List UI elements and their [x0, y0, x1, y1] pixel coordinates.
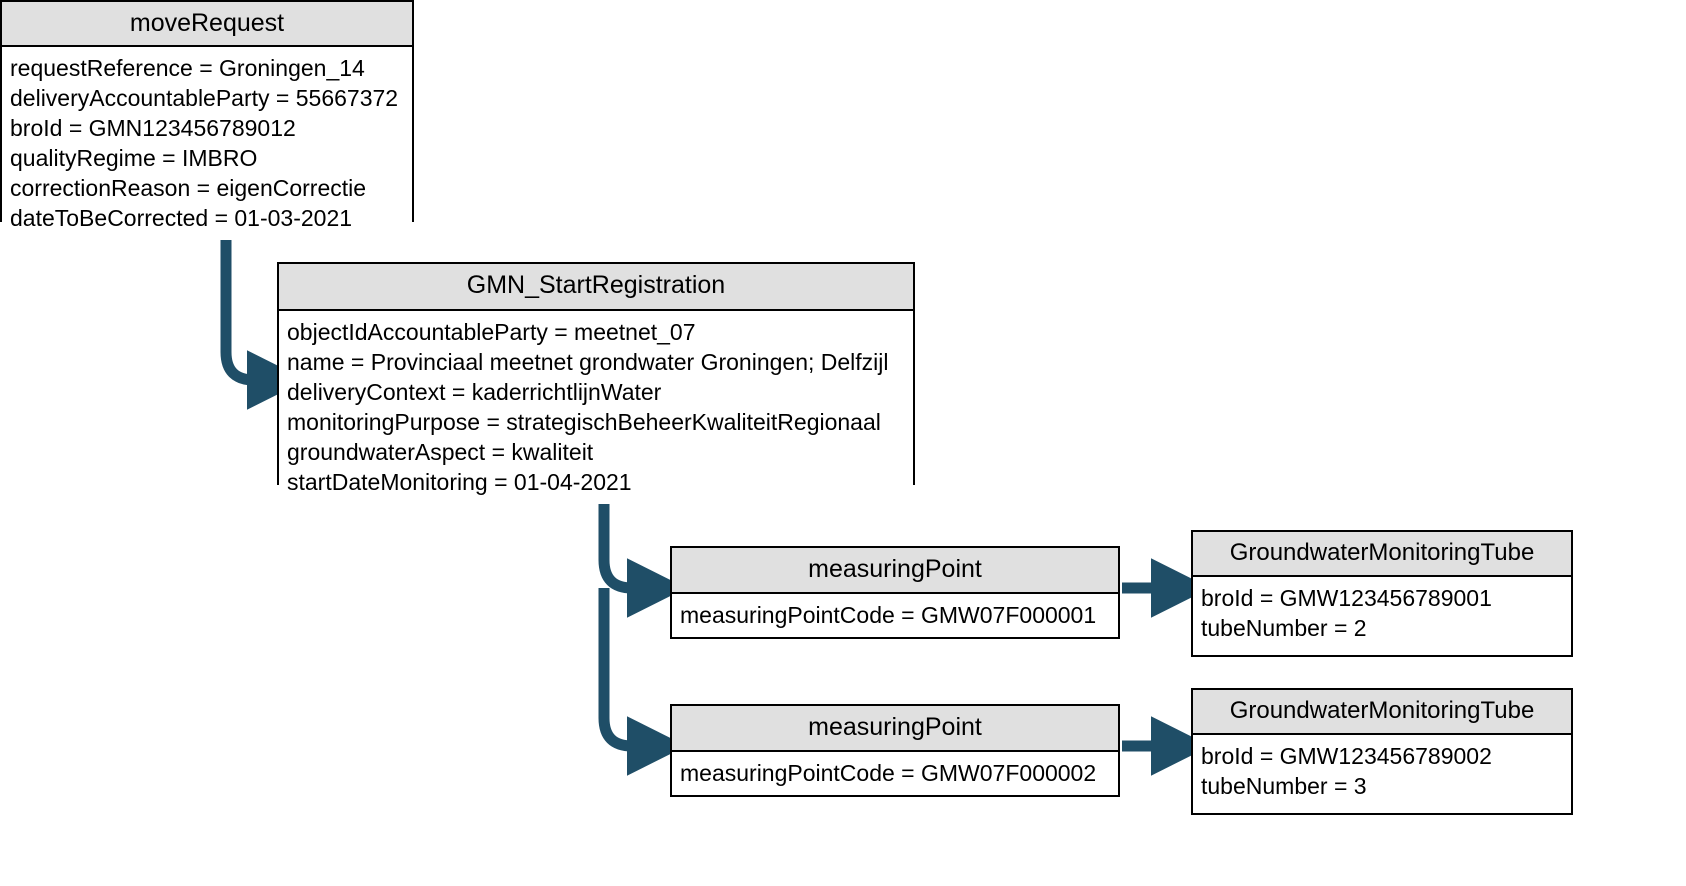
- uml-box-title: GMN_StartRegistration: [279, 264, 913, 311]
- attribute-row: tubeNumber = 3: [1201, 773, 1367, 799]
- uml-box-attributes: broId = GMW123456789002 tubeNumber = 3: [1193, 735, 1571, 808]
- attribute-row: requestReference = Groningen_14: [10, 55, 365, 81]
- attribute-row: startDateMonitoring = 01-04-2021: [287, 469, 632, 495]
- uml-box-title: moveRequest: [2, 2, 412, 47]
- uml-box-title: measuringPoint: [672, 548, 1118, 594]
- uml-box-groundwater-monitoring-tube-1[interactable]: GroundwaterMonitoringTube broId = GMW123…: [1191, 530, 1573, 657]
- uml-box-groundwater-monitoring-tube-2[interactable]: GroundwaterMonitoringTube broId = GMW123…: [1191, 688, 1573, 815]
- connector-start-registration-to-measuring-point-2: [598, 588, 687, 776]
- uml-box-gmn-start-registration[interactable]: GMN_StartRegistration objectIdAccountabl…: [277, 262, 915, 504]
- uml-box-attributes: measuringPointCode = GMW07F000002: [672, 752, 1118, 795]
- uml-box-attributes: objectIdAccountableParty = meetnet_07 na…: [279, 311, 913, 504]
- uml-box-attributes: requestReference = Groningen_14 delivery…: [2, 47, 412, 240]
- uml-box-attributes: measuringPointCode = GMW07F000001: [672, 594, 1118, 637]
- attribute-row: monitoringPurpose = strategischBeheerKwa…: [287, 409, 881, 435]
- attribute-row: objectIdAccountableParty = meetnet_07: [287, 319, 696, 345]
- attribute-row: groundwaterAspect = kwaliteit: [287, 439, 594, 465]
- attribute-row: measuringPointCode = GMW07F000002: [680, 760, 1097, 786]
- connector-move-request-to-start-registration: [220, 232, 307, 410]
- uml-box-move-request[interactable]: moveRequest requestReference = Groningen…: [0, 0, 414, 240]
- uml-box-attributes: broId = GMW123456789001 tubeNumber = 2: [1193, 577, 1571, 650]
- attribute-row: correctionReason = eigenCorrectie: [10, 175, 367, 201]
- attribute-row: qualityRegime = IMBRO: [10, 145, 258, 171]
- uml-box-title: GroundwaterMonitoringTube: [1193, 532, 1571, 577]
- attribute-row: tubeNumber = 2: [1201, 615, 1367, 641]
- uml-box-measuring-point-1[interactable]: measuringPoint measuringPointCode = GMW0…: [670, 546, 1120, 639]
- attribute-row: broId = GMW123456789002: [1201, 743, 1492, 769]
- attribute-row: dateToBeCorrected = 01-03-2021: [10, 205, 353, 231]
- attribute-row: name = Provinciaal meetnet grondwater Gr…: [287, 349, 889, 375]
- attribute-row: deliveryAccountableParty = 55667372: [10, 85, 399, 111]
- attribute-row: broId = GMN123456789012: [10, 115, 296, 141]
- uml-box-title: GroundwaterMonitoringTube: [1193, 690, 1571, 735]
- attribute-row: deliveryContext = kaderrichtlijnWater: [287, 379, 662, 405]
- uml-box-measuring-point-2[interactable]: measuringPoint measuringPointCode = GMW0…: [670, 704, 1120, 797]
- uml-box-title: measuringPoint: [672, 706, 1118, 752]
- connector-start-registration-to-measuring-point-1: [598, 493, 687, 618]
- attribute-row: broId = GMW123456789001: [1201, 585, 1492, 611]
- attribute-row: measuringPointCode = GMW07F000001: [680, 602, 1097, 628]
